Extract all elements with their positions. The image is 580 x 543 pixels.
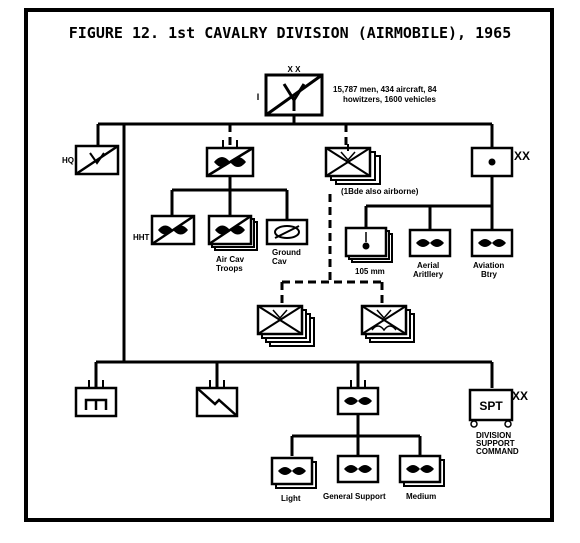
support-command-abbr: SPT — [479, 399, 503, 413]
light-helicopter-symbol — [270, 456, 317, 489]
air-cav-troops-label-1: Air Cav — [216, 255, 245, 264]
dashed-connectors — [228, 124, 384, 306]
brigade-note: (1Bde also airborne) — [341, 187, 419, 196]
aviation-battery-symbol — [470, 228, 514, 258]
general-support-symbol — [336, 454, 380, 484]
light-label: Light — [281, 494, 301, 503]
artillery-echelon: XX — [514, 149, 530, 163]
ground-cav-label-2: Cav — [272, 257, 287, 266]
figure-title: FIGURE 12. 1st CAVALRY DIVISION (AIRMOBI… — [69, 24, 512, 42]
general-support-label: General Support — [323, 492, 386, 501]
support-command-label-1: DIVISION — [476, 431, 511, 440]
support-command-label-2: SUPPORT — [476, 439, 515, 448]
support-command-symbol — [468, 388, 514, 428]
connector-lines — [94, 115, 494, 456]
division-note-line1: 15,787 men, 434 aircraft, 84 — [333, 85, 437, 94]
support-command-echelon: XX — [512, 389, 528, 403]
airborne-battalions-symbol — [360, 304, 415, 343]
division-echelon-top: X X — [288, 65, 302, 74]
air-cav-troops-label-2: Troops — [216, 264, 243, 273]
support-command-label-3: COMMAND — [476, 447, 519, 456]
hht-label: HHT — [133, 233, 150, 242]
cav-squadron-symbol — [205, 140, 255, 178]
ground-cav-label-1: Ground — [272, 248, 301, 257]
aviation-battery-label-1: Aviation — [473, 261, 504, 270]
division-note-line2: howitzers, 1600 vehicles — [343, 95, 436, 104]
engineer-battalion-symbol — [74, 380, 118, 418]
division-symbol — [264, 73, 324, 117]
brigade-symbol — [324, 144, 381, 185]
infantry-battalions-symbol — [256, 304, 315, 347]
ground-cav-symbol — [265, 218, 309, 246]
division-echelon-left: I — [257, 92, 260, 102]
howitzer-battalion-symbol — [344, 226, 393, 263]
aerial-artillery-label-1: Aerial — [417, 261, 439, 270]
artillery-symbol — [470, 146, 514, 178]
medium-helicopter-symbol — [398, 454, 445, 487]
signal-battalion-symbol — [195, 380, 239, 418]
hq-symbol — [74, 144, 120, 176]
air-cav-troops-symbol — [207, 214, 258, 251]
howitzer-label: 105 mm — [355, 267, 385, 276]
aerial-artillery-label-2: Aritllery — [413, 270, 444, 279]
hht-symbol — [150, 214, 196, 246]
aviation-battery-label-2: Btry — [481, 270, 498, 279]
aviation-group-symbol — [336, 380, 380, 416]
medium-label: Medium — [406, 492, 436, 501]
hq-label: HQ — [62, 156, 74, 165]
aerial-artillery-symbol — [408, 228, 452, 258]
